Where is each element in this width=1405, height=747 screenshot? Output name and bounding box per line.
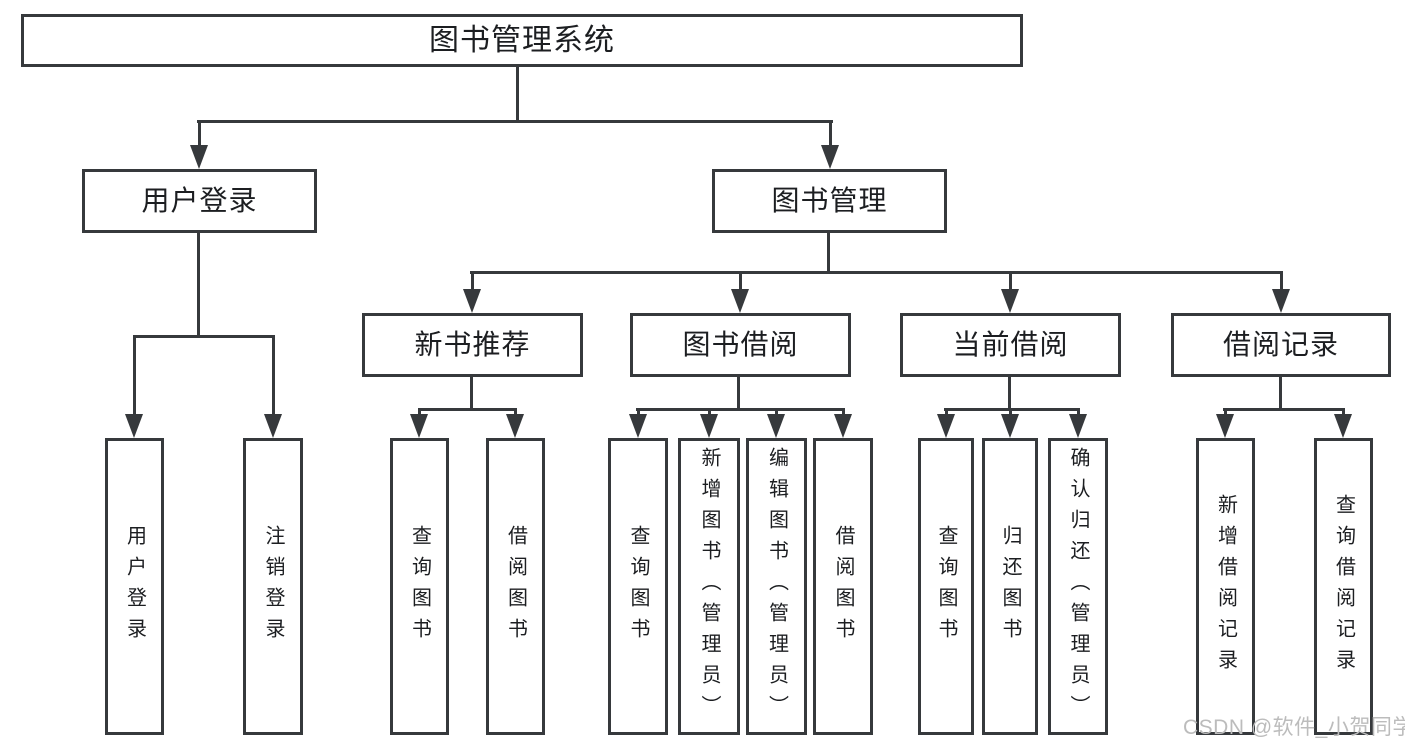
node-label: 当前借阅: [952, 329, 1069, 360]
node-label: 确认归还（管理员）: [1067, 447, 1089, 726]
arrow-down-icon: [700, 414, 718, 438]
connector-arrow-stem: [1009, 408, 1012, 416]
connector-arrow-stem: [708, 408, 711, 416]
connector-arrow-stem: [1009, 271, 1012, 291]
leaf-logout: 注销登录: [243, 438, 303, 735]
leaf-add-borrow-record: 新增借阅记录: [1196, 438, 1255, 735]
node-label: 借阅图书: [504, 524, 527, 649]
node-borrowing-records: 借阅记录: [1171, 313, 1391, 377]
node-label: 新书推荐: [414, 329, 531, 360]
node-label: 查询图书: [627, 524, 649, 649]
node-label: 查询图书: [408, 524, 431, 649]
leaf-edit-book-admin: 编辑图书（管理员）: [746, 438, 807, 735]
connector-arrow-stem: [637, 408, 640, 416]
arrow-down-icon: [1069, 414, 1087, 438]
leaf-borrow-books-borrowing: 借阅图书: [813, 438, 873, 735]
leaf-query-books-current: 查询图书: [918, 438, 974, 735]
arrow-down-icon: [821, 145, 839, 169]
connector-arrow-stem: [1342, 408, 1345, 416]
connector-line: [1279, 377, 1282, 411]
leaf-query-books-recommend: 查询图书: [390, 438, 449, 735]
watermark: CSDN @软件_小贺同学: [1183, 716, 1405, 739]
node-root-library-system: 图书管理系统: [21, 14, 1023, 67]
connector-line: [133, 335, 275, 338]
arrow-down-icon: [463, 289, 481, 313]
node-label: 编辑图书（管理员）: [765, 447, 788, 726]
node-label: 查询借阅记录: [1332, 493, 1355, 680]
arrow-down-icon: [1001, 414, 1019, 438]
arrow-down-icon: [767, 414, 785, 438]
connector-line: [470, 271, 1282, 274]
arrow-down-icon: [629, 414, 647, 438]
connector-line: [1008, 377, 1011, 411]
connector-arrow-stem: [829, 120, 832, 147]
connector-line: [197, 120, 833, 123]
connector-arrow-stem: [133, 335, 136, 416]
node-label: 图书借阅: [682, 329, 799, 360]
node-label: 用户登录: [141, 185, 258, 216]
connector-arrow-stem: [471, 271, 474, 291]
arrow-down-icon: [1216, 414, 1234, 438]
leaf-user-login: 用户登录: [105, 438, 164, 735]
node-label: 查询图书: [935, 524, 957, 649]
connector-arrow-stem: [198, 120, 201, 147]
arrow-down-icon: [506, 414, 524, 438]
arrow-down-icon: [410, 414, 428, 438]
connector-arrow-stem: [739, 271, 742, 291]
arrow-down-icon: [1272, 289, 1290, 313]
connector-arrow-stem: [842, 408, 845, 416]
leaf-confirm-return-admin: 确认归还（管理员）: [1048, 438, 1108, 735]
node-new-book-recommend: 新书推荐: [362, 313, 583, 377]
node-label: 归还图书: [999, 524, 1021, 649]
node-label: 借阅图书: [832, 524, 854, 649]
connector-arrow-stem: [1224, 408, 1227, 416]
arrow-down-icon: [1001, 289, 1019, 313]
connector-arrow-stem: [272, 335, 275, 416]
leaf-query-books-borrowing: 查询图书: [608, 438, 668, 735]
connector-arrow-stem: [1280, 271, 1283, 291]
leaf-query-borrow-record: 查询借阅记录: [1314, 438, 1373, 735]
connector-line: [418, 408, 517, 411]
node-current-borrowing: 当前借阅: [900, 313, 1121, 377]
connector-line: [197, 233, 200, 338]
connector-line: [827, 233, 830, 274]
connector-arrow-stem: [1077, 408, 1080, 416]
arrow-down-icon: [731, 289, 749, 313]
arrow-down-icon: [834, 414, 852, 438]
node-book-borrowing: 图书借阅: [630, 313, 851, 377]
arrow-down-icon: [1334, 414, 1352, 438]
node-label: 新增图书（管理员）: [698, 447, 720, 726]
leaf-return-book: 归还图书: [982, 438, 1038, 735]
node-label: 图书管理系统: [429, 23, 615, 57]
node-label: 用户登录: [123, 524, 146, 649]
node-label: 注销登录: [262, 524, 284, 649]
leaf-add-book-admin: 新增图书（管理员）: [678, 438, 740, 735]
node-label: 新增借阅记录: [1214, 493, 1237, 680]
node-label: 借阅记录: [1222, 329, 1339, 360]
connector-line: [1223, 408, 1344, 411]
connector-line: [636, 408, 844, 411]
arrow-down-icon: [190, 145, 208, 169]
connector-arrow-stem: [775, 408, 778, 416]
connector-line: [516, 67, 519, 123]
connector-arrow-stem: [514, 408, 517, 416]
connector-line: [470, 377, 473, 411]
node-label: 图书管理: [771, 185, 888, 216]
arrow-down-icon: [125, 414, 143, 438]
arrow-down-icon: [264, 414, 282, 438]
connector-arrow-stem: [945, 408, 948, 416]
node-book-management: 图书管理: [712, 169, 947, 233]
node-user-login-group: 用户登录: [82, 169, 317, 233]
leaf-borrow-books-recommend: 借阅图书: [486, 438, 545, 735]
arrow-down-icon: [937, 414, 955, 438]
connector-arrow-stem: [418, 408, 421, 416]
connector-line: [737, 377, 740, 411]
